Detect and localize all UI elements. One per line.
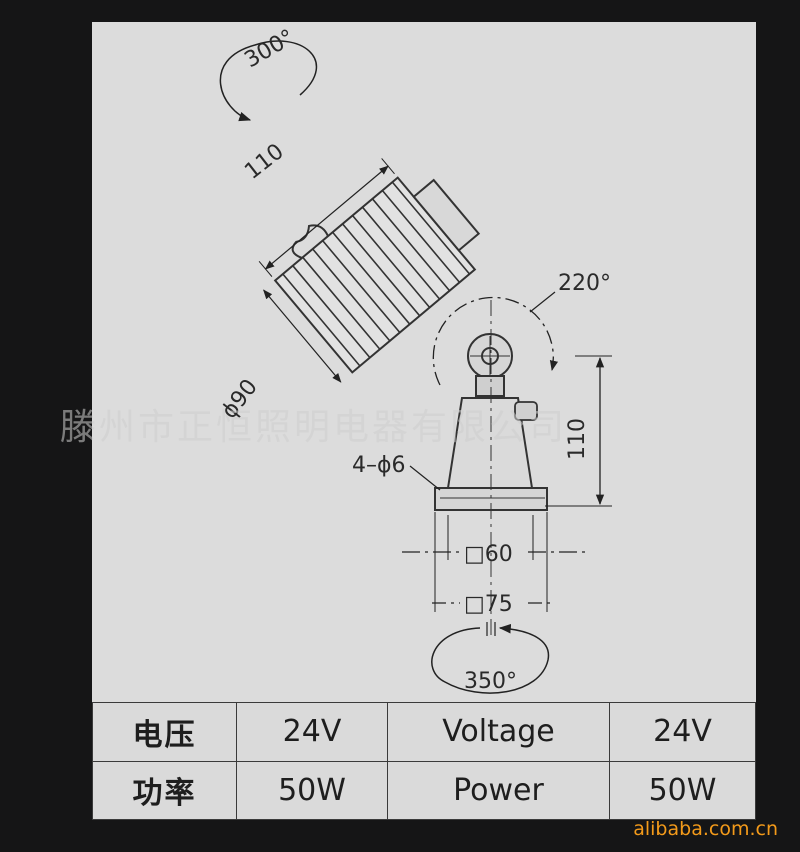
brand-watermark: alibaba.com.cn <box>633 818 778 840</box>
label-tilt-220: 220° <box>558 271 611 296</box>
pivot-joint <box>432 296 559 386</box>
company-watermark: 滕州市正恒照明电器有限公司 <box>60 407 568 448</box>
value-voltage-en: 24V <box>609 702 756 762</box>
label-voltage-zh: 电压 <box>92 702 237 762</box>
value-voltage-zh: 24V <box>236 702 388 762</box>
spec-row-voltage: 电压 24V Voltage 24V <box>92 702 756 762</box>
lamp-base <box>434 300 548 640</box>
value-power-zh: 50W <box>236 760 388 820</box>
label-base-rotation: 350° <box>464 669 517 694</box>
value-power-en: 50W <box>609 760 756 820</box>
label-power-zh: 功率 <box>92 760 237 820</box>
drawing-sheet <box>92 22 756 820</box>
lamp-head <box>258 158 481 383</box>
label-inner-square: □60 <box>464 542 513 567</box>
rotation-300-arrow <box>219 40 318 122</box>
label-head-length: 110 <box>240 139 288 185</box>
label-voltage-en: Voltage <box>387 702 610 762</box>
spec-table: 电压 24V Voltage 24V 功率 50W Power 50W <box>92 702 756 820</box>
spec-row-power: 功率 50W Power 50W <box>92 760 756 820</box>
label-rotation-300: 300° <box>241 25 299 73</box>
rotation-350-arrow <box>431 623 550 694</box>
label-outer-square: □75 <box>464 592 513 617</box>
label-height-110: 110 <box>565 418 590 460</box>
label-power-en: Power <box>387 760 610 820</box>
label-holes: 4–ϕ6 <box>352 453 406 478</box>
